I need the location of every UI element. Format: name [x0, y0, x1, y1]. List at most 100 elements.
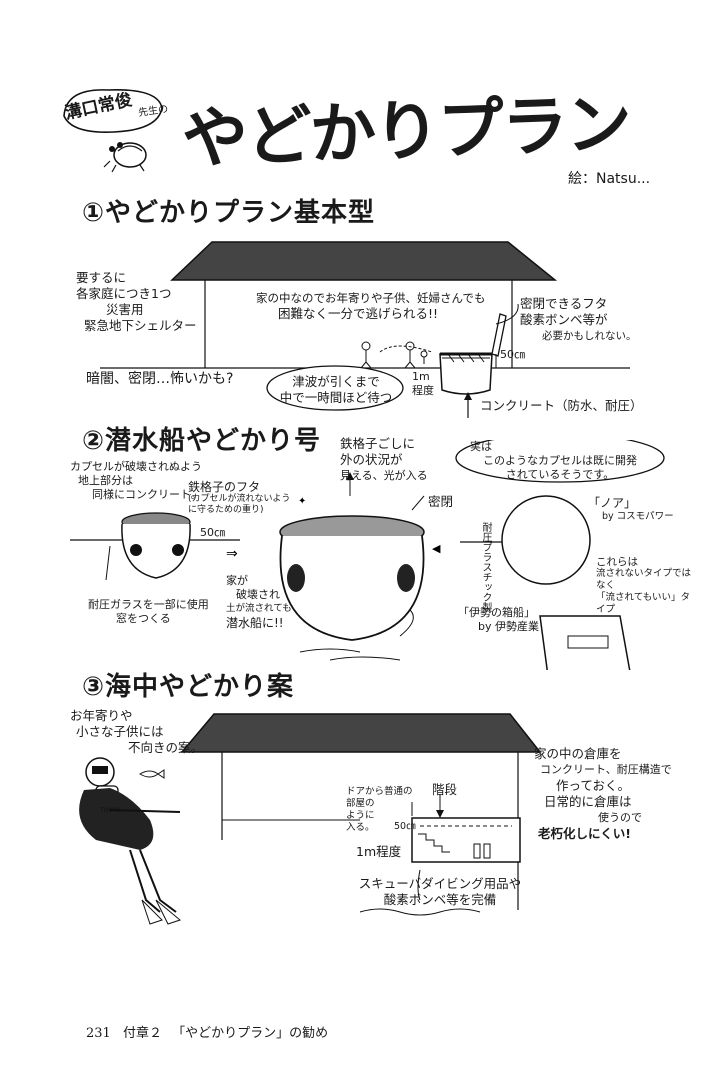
elderly-note: お年寄りや 小さな子供には 不向きの案。 — [70, 708, 210, 756]
shelter-capsule — [439, 353, 493, 395]
page-number: 231 — [86, 1026, 111, 1041]
note-line: 「ノア」 — [588, 496, 637, 510]
size-label: 1m 程度 — [412, 370, 434, 398]
section-3-heading: ③海中やどかり案 — [82, 672, 295, 702]
note-line: 家が — [226, 574, 248, 587]
note-line: 作っておく。 — [556, 778, 631, 793]
note-line: 困難なく一分で逃げられる!! — [278, 306, 439, 321]
note-line: ように — [346, 810, 375, 821]
scuba-diver-icon: TOKYO — [79, 757, 182, 925]
note-line: 流されないタイプではなく — [596, 568, 692, 591]
note-line: 「伊勢の箱船」 — [458, 606, 535, 619]
note-line: by 伊勢産業 — [478, 620, 539, 633]
note-line: 小さな子供には — [76, 724, 164, 739]
equipment-note: スキューバダイビング用品や 酸素ボンベ等を完備 — [350, 876, 530, 908]
note-line: 必要かもしれない。 — [542, 330, 637, 342]
note-line: 外の状況が — [340, 452, 403, 467]
note-line: 入る。 — [346, 822, 375, 833]
note-line: 潜水船に!! — [226, 616, 284, 630]
section-2-heading: ②潜水船やどかり号 — [82, 426, 322, 456]
note-line: 窓をつくる — [116, 612, 171, 625]
chapter-label: 付章２ — [122, 1026, 162, 1041]
door-note: ドアから普通の 部屋の ように 入る。 — [346, 786, 416, 834]
darkness-note: 暗闇、密閉…怖いかも? — [86, 371, 234, 387]
note-line: 家の中の倉庫を — [534, 746, 622, 761]
escape-note: 家の中なのでお年寄りや子供、妊婦さんでも 困難なく一分で逃げられる!! — [256, 290, 506, 322]
bubble-line: このようなカプセルは既に開発 — [483, 454, 637, 467]
note-line: 酸素ボンベ等が — [520, 312, 608, 327]
note-line: 「流されてもいい」タイプ — [596, 592, 691, 615]
lid-note: 密閉できるフタ 酸素ボンベ等が 必要かもしれない。 — [520, 296, 680, 344]
note-line: 家の中なのでお年寄りや子供、妊婦さんでも — [256, 291, 486, 305]
note-line: 土が流されても — [226, 603, 292, 614]
note-line: 部屋の — [346, 798, 375, 809]
note-line: 地上部分は — [78, 474, 133, 487]
note-line: 老朽化しにくい! — [538, 826, 631, 841]
sealed-label: 密閉 — [428, 494, 454, 509]
note-line: ドアから普通の — [346, 786, 413, 797]
ise-ark-label: 「伊勢の箱船」 by 伊勢産業 — [458, 606, 539, 634]
svg-text:◀: ◀ — [432, 542, 441, 555]
storage-size-label: 1m程度 — [356, 844, 402, 859]
bubble-line: 中で一時間ほど待つ — [279, 390, 393, 405]
section-2-diagram: ⇒ ✦ ◀ — [70, 440, 665, 670]
note-line: カプセルが破壊されぬよう — [70, 460, 202, 473]
illustrator-credit: 絵：Natsu... — [568, 171, 651, 187]
wait-bubble — [266, 365, 404, 411]
note-line: 密閉できるフタ — [520, 296, 608, 311]
grate-lid-note: 鉄格子のフタ (カプセルが流れないように守るための重り) — [188, 480, 328, 516]
window-note: 耐圧ガラスを一部に使用 窓をつくる — [88, 598, 238, 626]
note-line: 酸素ボンベ等を完備 — [383, 892, 497, 907]
floating-type-note: これらは 流されないタイプではなく 「流されてもいい」タイプ — [596, 556, 696, 616]
noah-capsule — [501, 495, 591, 585]
hermit-crab-icon — [103, 142, 147, 173]
depth-label: 50㎝ — [500, 348, 525, 361]
note-line: お年寄りや — [70, 708, 133, 723]
fact-bubble — [455, 440, 665, 483]
shelter-summary-note: 要するに 各家庭につき1つ 災害用 緊急地下シェルター — [76, 270, 206, 334]
note-line: 鉄格子のフタ — [188, 480, 261, 494]
badge-outline — [63, 89, 163, 133]
note-line: 見える、光が入る — [340, 469, 428, 482]
author-badge: 溝口常俊 先生の — [58, 82, 169, 142]
bubble-line: 津波が引くまで — [292, 374, 380, 389]
note-line: (カプセルが流れないように守るための重り) — [188, 494, 291, 515]
note-line: 要するに — [76, 270, 127, 285]
wait-bubble-text: 津波が引くまで 中で一時間ほど待つ — [270, 374, 402, 406]
grate-view-note: 鉄格子ごしに 外の状況が 見える、光が入る — [340, 436, 470, 484]
capsule-depth-label: 50㎝ — [200, 526, 225, 539]
capsule-protection-note: カプセルが破壊されぬよう 地上部分は 同様にコンクリート。 — [70, 460, 240, 502]
bubble-line: されているそうです。 — [505, 468, 615, 481]
size-line: 程度 — [412, 384, 434, 397]
note-line: 災害用 — [106, 302, 144, 317]
fact-bubble-text: 実は このようなカプセルは既に開発 されているそうです。 — [460, 440, 660, 482]
note-line: コンクリート、耐圧構造で — [540, 763, 672, 776]
page-title: やどかりプラン — [180, 85, 632, 178]
note-line: 使うので — [598, 811, 642, 824]
bubble-line: 実は — [470, 440, 492, 453]
note-line: 各家庭につき1つ — [76, 286, 172, 301]
svg-text:✦: ✦ — [298, 496, 306, 507]
size-line: 1m — [412, 370, 430, 383]
noah-label: 「ノア」 by コスモパワー — [588, 496, 674, 524]
note-line: 破壊され — [236, 588, 280, 601]
section-1-heading: ①やどかりプラン基本型 — [82, 198, 376, 228]
note-line: 緊急地下シェルター — [84, 318, 197, 333]
storage-depth-label: 50㎝ — [394, 821, 416, 832]
page-footer: 231 付章２ 「やどかりプラン」の勧め — [86, 1022, 328, 1041]
concrete-label: コンクリート（防水、耐圧） — [480, 398, 643, 413]
note-line: 日常的に倉庫は — [544, 794, 632, 809]
note-line: by コスモパワー — [602, 511, 674, 522]
note-line: 不向きの案。 — [128, 740, 204, 755]
section-1-diagram — [100, 241, 630, 418]
washed-away-note: 家が 破壊され 土が流されても 潜水船に!! — [226, 574, 306, 630]
house-roof — [180, 713, 542, 753]
tank-label: TOKYO — [99, 807, 120, 814]
stairs-label: 階段 — [432, 782, 458, 797]
note-line: 同様にコンクリート。 — [92, 488, 202, 501]
note-line: これらは — [596, 556, 638, 568]
note-line: スキューバダイビング用品や — [358, 876, 522, 891]
storage-note: 家の中の倉庫を コンクリート、耐圧構造で 作っておく。 日常的に倉庫は 使うので… — [534, 746, 684, 842]
chapter-title: 「やどかりプラン」の勧め — [172, 1026, 329, 1041]
note-line: 耐圧ガラスを一部に使用 — [88, 598, 209, 611]
